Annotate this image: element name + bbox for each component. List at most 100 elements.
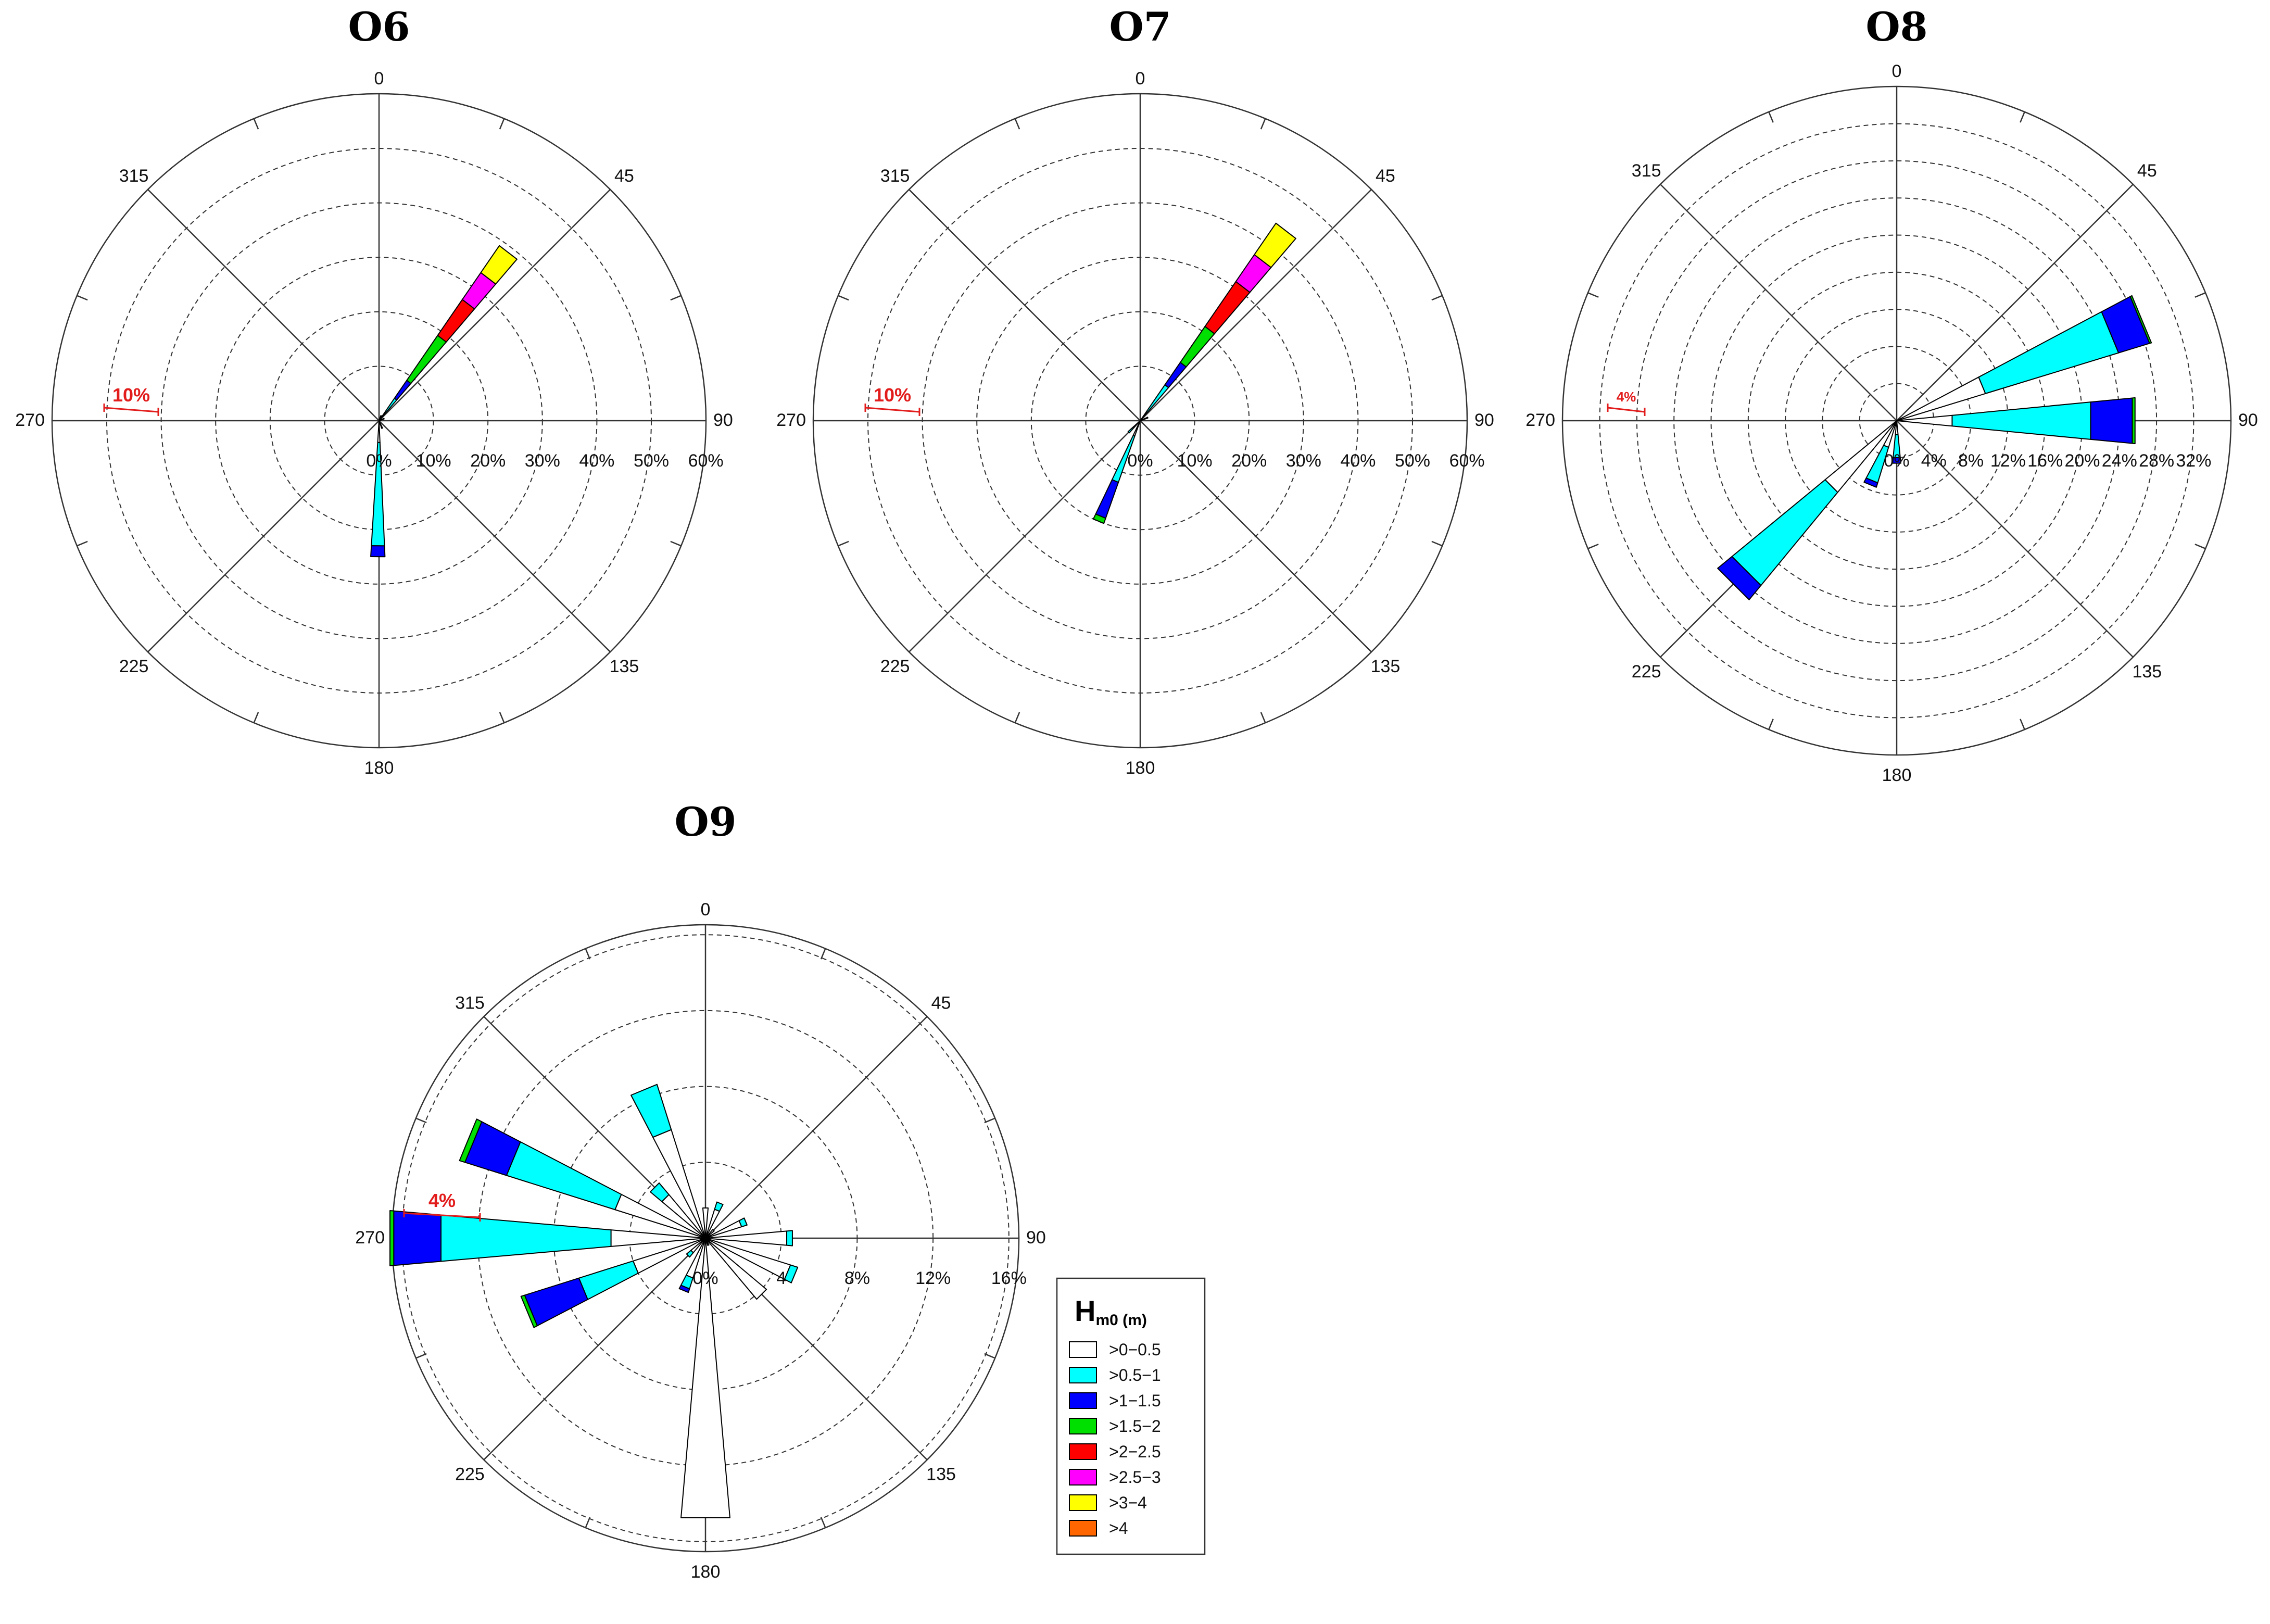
outer-tick [1768, 719, 1774, 730]
outer-tick [820, 1517, 826, 1528]
outer-tick [77, 295, 88, 301]
radial-tick-label: 60% [1449, 451, 1485, 471]
direction-label: 180 [1882, 765, 1912, 785]
bar-segment [381, 418, 385, 421]
rose-title: O8 [1865, 4, 1927, 50]
outer-tick [984, 1353, 995, 1359]
radial-tick-label: 30% [1286, 451, 1321, 471]
rose-title: O7 [1109, 4, 1171, 50]
radial-tick-label: 30% [525, 451, 560, 471]
bar-segment [784, 1264, 799, 1283]
bar-segment [1145, 384, 1169, 413]
outer-tick [1431, 295, 1443, 301]
radial-tick-label: 20% [2064, 451, 2100, 471]
bar-segment [714, 1201, 724, 1212]
spoke-45 [379, 189, 611, 421]
legend-label: >3−4 [1109, 1493, 1147, 1512]
bar-segment [480, 245, 518, 285]
radial-tick-label: 20% [470, 451, 506, 471]
wave-rose-o8: O8045901351802252703150%4%8%12%16%20%24%… [1525, 4, 2258, 785]
bar-segment [520, 1294, 538, 1328]
bar-segment [1164, 361, 1187, 388]
bar-segment [2132, 397, 2136, 445]
scale-marker-line [1607, 407, 1645, 413]
direction-label: 45 [614, 166, 634, 186]
radial-tick-label: 50% [1395, 451, 1430, 471]
bar-segment [1095, 479, 1119, 519]
radial-tick-label: 10% [416, 451, 451, 471]
direction-label: 135 [926, 1465, 956, 1484]
direction-label: 270 [776, 410, 806, 430]
bar-segment [1731, 479, 1838, 586]
direction-label: 45 [1376, 166, 1395, 186]
outer-tick [253, 712, 259, 723]
legend-label: >0−0.5 [1109, 1340, 1161, 1359]
legend-label: >1.5−2 [1109, 1417, 1161, 1436]
legend-label: >4 [1109, 1519, 1128, 1538]
bar-segment [1717, 556, 1762, 600]
outer-tick [838, 295, 849, 301]
bar-segment [459, 1118, 483, 1163]
spoke-225 [147, 420, 380, 652]
scale-marker-line [865, 407, 920, 413]
bar-segment [705, 1229, 715, 1239]
bar-segment [649, 1182, 670, 1202]
spoke-225 [483, 1238, 706, 1461]
bar-segment [1978, 311, 2120, 394]
scale-marker-line [104, 407, 159, 413]
bar-segment [678, 1285, 690, 1293]
outer-tick [820, 948, 826, 960]
radial-tick-label: 28% [2139, 451, 2174, 471]
direction-label: 135 [610, 657, 639, 676]
bar-segment [1951, 401, 2091, 440]
legend-swatch [1069, 1367, 1097, 1383]
bar-segment [379, 422, 383, 429]
radial-tick-label: 0% [692, 1268, 718, 1288]
radial-tick-label: 0% [1127, 451, 1153, 471]
outer-tick [415, 1117, 427, 1124]
direction-label: 180 [1126, 758, 1155, 778]
outer-tick [77, 540, 88, 547]
outer-tick [1431, 540, 1443, 547]
outer-tick [670, 295, 682, 301]
radial-tick-label: 40% [579, 451, 614, 471]
direction-label: 90 [713, 410, 733, 430]
scale-marker-line [403, 1212, 481, 1218]
bar-segment [705, 1238, 710, 1246]
spoke-315 [1660, 184, 1897, 421]
spoke-315 [909, 189, 1141, 421]
radial-tick-label: 60% [688, 451, 724, 471]
legend-title: Hm0 (m) [1075, 1294, 1147, 1329]
bar-segment [381, 397, 397, 418]
scale-marker-label: 10% [874, 384, 911, 406]
direction-label: 135 [1371, 657, 1401, 676]
outer-tick [2020, 111, 2025, 123]
direction-label: 0 [374, 69, 384, 89]
radial-tick-label: 16% [2027, 451, 2063, 471]
bar-segment [440, 1214, 612, 1262]
bar-segment [1127, 423, 1137, 434]
radial-tick-label: 12% [915, 1268, 951, 1288]
bar-segment [506, 1141, 622, 1211]
direction-label: 315 [455, 993, 485, 1013]
radial-tick-label: 32% [2176, 451, 2211, 471]
radial-tick-label: 16% [991, 1268, 1027, 1288]
outer-tick [984, 1117, 995, 1124]
wave-rose-o7: O7045901351802252703150%10%20%30%40%50%6… [776, 4, 1494, 778]
direction-label: 315 [119, 166, 149, 186]
bar-segment [1204, 281, 1251, 334]
outer-tick [1014, 118, 1020, 130]
legend-swatch [1069, 1443, 1097, 1460]
legend-swatch [1069, 1469, 1097, 1485]
radial-tick-label: 4% [1921, 451, 1947, 471]
legend-label: >1−1.5 [1109, 1391, 1161, 1410]
outer-tick [670, 540, 682, 547]
radial-tick-label: 0% [366, 451, 392, 471]
direction-label: 90 [1474, 410, 1494, 430]
bar-segment [680, 1238, 730, 1519]
scale-marker-label: 4% [1617, 389, 1636, 405]
direction-label: 270 [355, 1228, 385, 1248]
bar-segment [370, 545, 386, 558]
direction-label: 180 [691, 1562, 721, 1582]
